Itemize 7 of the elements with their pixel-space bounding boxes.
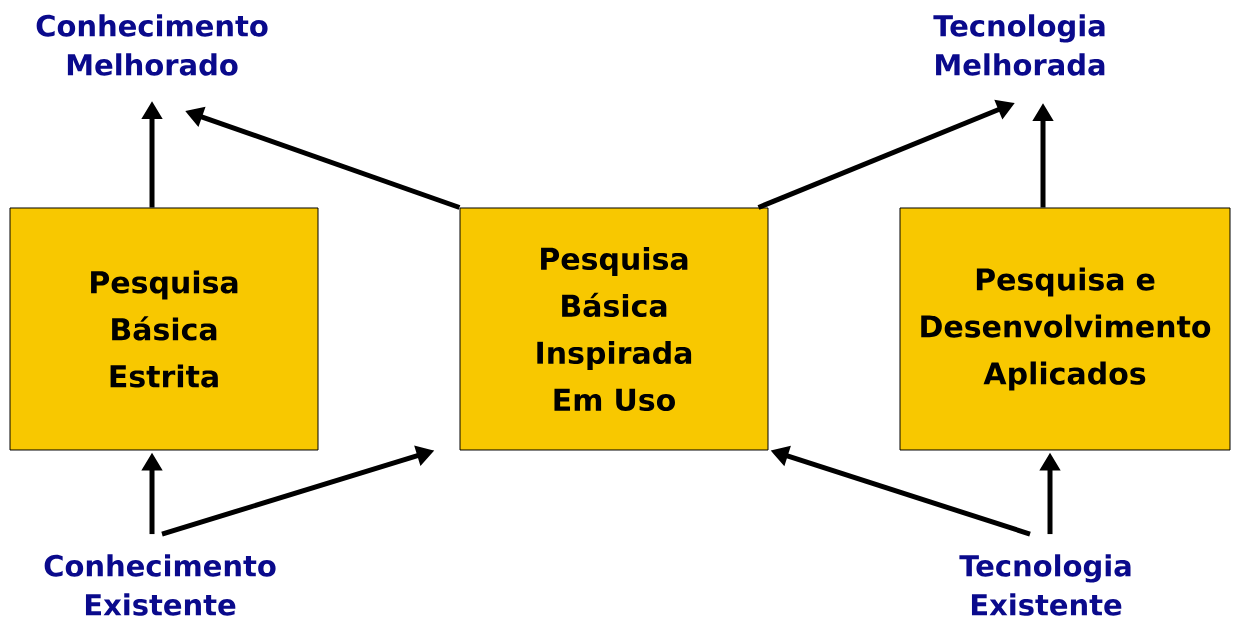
research-box: Pesquisa Básica Inspirada Em Uso (459, 207, 769, 451)
outcome-label: Conhecimento Existente (44, 554, 276, 616)
outcome-label: Tecnologia Melhorada (933, 14, 1105, 76)
research-box: Pesquisa e Desenvolvimento Aplicados (899, 207, 1231, 451)
outcome-label: Conhecimento Melhorado (36, 14, 268, 76)
research-box: Pesquisa Básica Estrita (9, 207, 319, 451)
outcome-label: Tecnologia Existente (959, 554, 1131, 616)
